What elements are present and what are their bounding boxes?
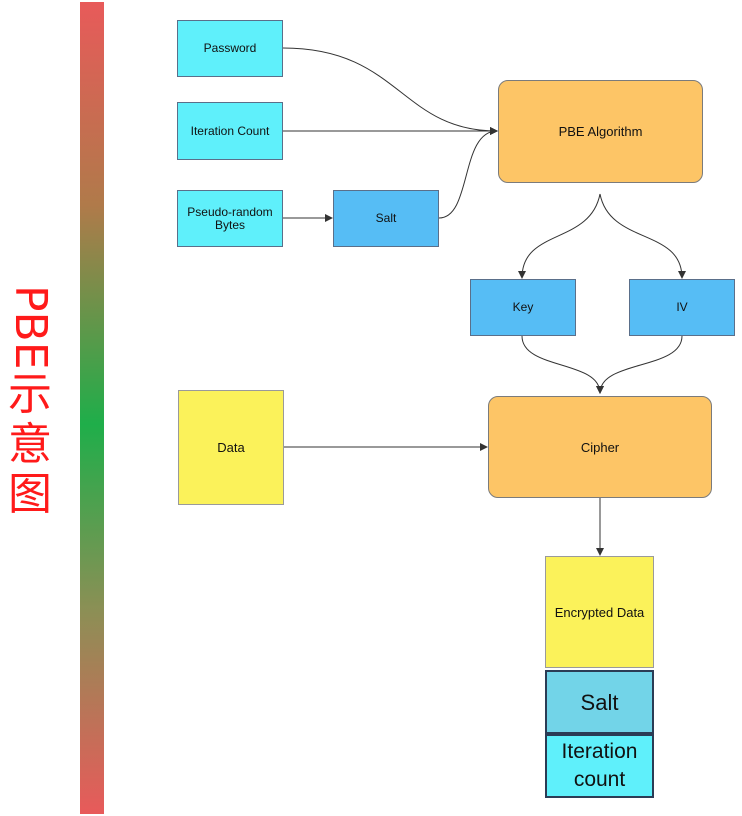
edge-password-pbe xyxy=(282,47,498,135)
node-salt-appended: Salt xyxy=(545,670,654,734)
diagram-side-title: PBE 示意图 xyxy=(4,285,56,520)
node-data: Data xyxy=(178,390,284,505)
edge-iv-cipher xyxy=(596,335,683,394)
node-iteration-count: Iteration Count xyxy=(177,102,283,160)
node-key: Key xyxy=(470,279,576,336)
node-salt: Salt xyxy=(333,190,439,247)
node-pseudo-random-bytes: Pseudo-random Bytes xyxy=(177,190,283,247)
edge-salt-pbe xyxy=(438,127,498,219)
gradient-side-bar xyxy=(80,2,104,814)
side-title-cjk: 示意图 xyxy=(8,368,52,520)
side-title-latin: PBE xyxy=(5,285,56,370)
node-pbe-algorithm: PBE Algorithm xyxy=(498,80,703,183)
edge-key-cipher xyxy=(521,335,604,394)
node-iteration-count-appended: Iteration count xyxy=(545,734,654,798)
node-password: Password xyxy=(177,20,283,77)
node-iv: IV xyxy=(629,279,735,336)
edge-pbe-key xyxy=(518,193,601,279)
node-cipher: Cipher xyxy=(488,396,712,498)
node-encrypted-data: Encrypted Data xyxy=(545,556,654,668)
edge-pbe-iv xyxy=(599,193,686,279)
